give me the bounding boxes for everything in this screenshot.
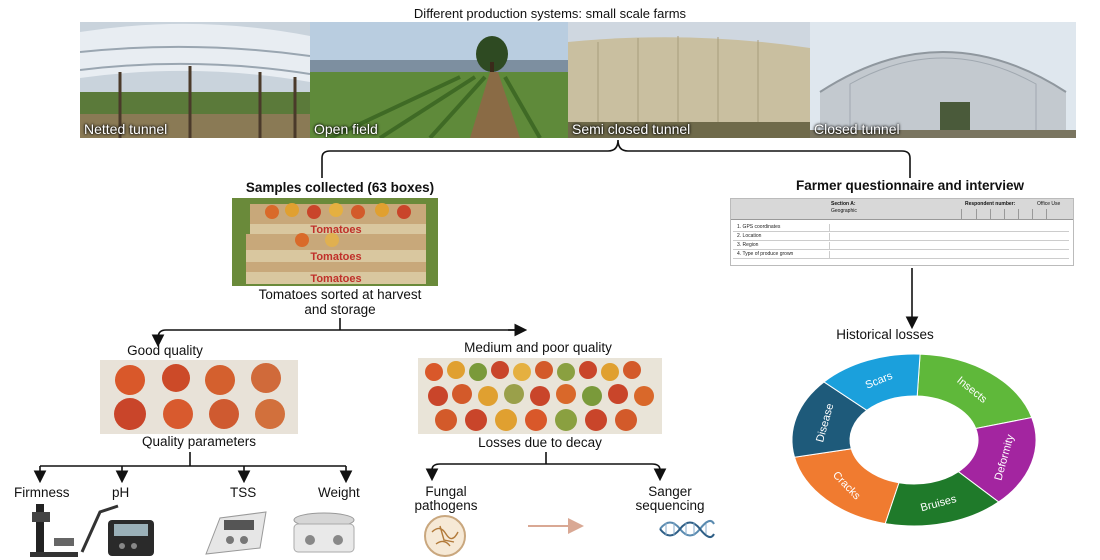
sanger-label-line2: sequencing <box>635 498 705 513</box>
questionnaire-title: Farmer questionnaire and interview <box>795 178 1025 193</box>
questionnaire-row: 1. GPS coordinates <box>733 224 1069 232</box>
semi-closed-tunnel-photo: Semi closed tunnel <box>568 22 810 138</box>
samples-title: Samples collected (63 boxes) <box>245 180 435 195</box>
sorted-caption-line1: Tomatoes sorted at harvest <box>258 287 422 302</box>
historical-losses-title: Historical losses <box>836 327 934 342</box>
box-text-2: Tomatoes <box>310 251 361 263</box>
param-weight: Weight <box>318 485 360 500</box>
poor-quality-title: Medium and poor quality <box>464 340 612 355</box>
closed-tunnel-label: Closed tunnel <box>814 121 900 137</box>
weighing-scale-icon <box>293 512 355 553</box>
sanger-label-line1: Sanger <box>648 484 692 499</box>
firmness-tester-icon <box>30 504 78 557</box>
top-brace <box>321 139 911 178</box>
good-quality-title: Good quality <box>127 343 203 358</box>
tomato-boxes-photo: Tomatoes Tomatoes Tomatoes <box>232 198 438 286</box>
questionnaire-row: 3. Region <box>733 242 1069 250</box>
questionnaire-row: 2. Location <box>733 233 1069 241</box>
donut-slice-scars <box>823 353 921 411</box>
questionnaire-row: 4. Type of produce grown <box>733 251 1069 259</box>
office-label: Office Use <box>1037 201 1061 207</box>
netted-tunnel-label: Netted tunnel <box>84 121 168 137</box>
decay-caption: Losses due to decay <box>478 435 602 450</box>
questionnaire-header: Section A: Geographic Respondent number:… <box>731 199 1073 220</box>
fungal-label-line2: pathogens <box>414 498 478 513</box>
refractometer-icon <box>205 511 267 555</box>
open-field-label: Open field <box>314 121 378 137</box>
box-text-3: Tomatoes <box>310 273 361 285</box>
dna-icon <box>659 519 715 539</box>
respondent-label: Respondent number: <box>965 201 1016 207</box>
semi-closed-tunnel-label: Semi closed tunnel <box>572 121 691 137</box>
header-title: Different production systems: small scal… <box>413 6 687 21</box>
petri-dish-icon <box>424 515 466 557</box>
ph-meter-icon <box>80 504 154 556</box>
sorted-caption-line2: and storage <box>304 302 376 317</box>
param-ph: pH <box>112 485 130 500</box>
fungal-label-line1: Fungal <box>425 484 467 499</box>
open-field-photo: Open field <box>310 22 568 138</box>
section-label: Section A: <box>831 201 856 207</box>
box-text-1: Tomatoes <box>310 224 361 236</box>
param-firmness: Firmness <box>14 485 70 500</box>
quality-parameters-caption: Quality parameters <box>141 434 257 449</box>
questionnaire-form: Section A: Geographic Respondent number:… <box>730 198 1074 266</box>
decay-line <box>431 463 661 476</box>
poor-quality-photo <box>418 358 662 434</box>
closed-tunnel-photo: Closed tunnel <box>810 22 1076 138</box>
param-tss: TSS <box>230 485 257 500</box>
losses-donut-chart: InsectsDeformityBruisesCracksDiseaseScar… <box>791 353 1037 527</box>
good-quality-photo <box>100 360 298 434</box>
section-sub: Geographic <box>831 208 857 214</box>
netted-tunnel-photo: Netted tunnel <box>80 22 310 138</box>
